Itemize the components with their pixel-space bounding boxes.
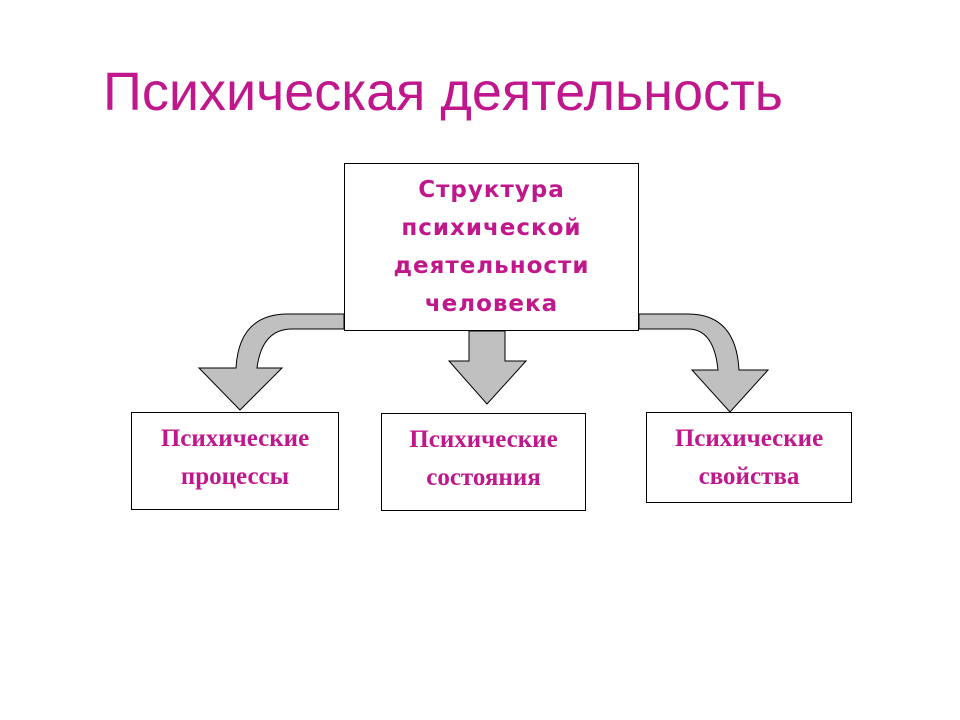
properties-line-2: свойства [698,463,800,490]
structure-line-3: деятельности [393,253,590,279]
mental-states-box: Психические состояния [381,413,586,511]
arrow-to-properties [638,313,770,413]
processes-line-2: процессы [180,463,290,490]
mental-processes-box: Психические процессы [131,412,339,510]
states-line-2: состояния [426,464,541,491]
processes-line-1: Психические [160,425,310,452]
structure-line-2: психической [401,215,582,241]
structure-box: Структура психической деятельности челов… [344,163,639,331]
structure-line-4: человека [424,291,559,317]
slide-title: Психическая деятельность [103,62,783,122]
structure-line-1: Структура [418,177,565,203]
arrow-to-processes [197,313,345,411]
properties-line-1: Психические [674,425,824,452]
arrow-to-states [447,330,528,405]
mental-properties-box: Психические свойства [646,412,852,503]
states-line-1: Психические [409,426,558,453]
